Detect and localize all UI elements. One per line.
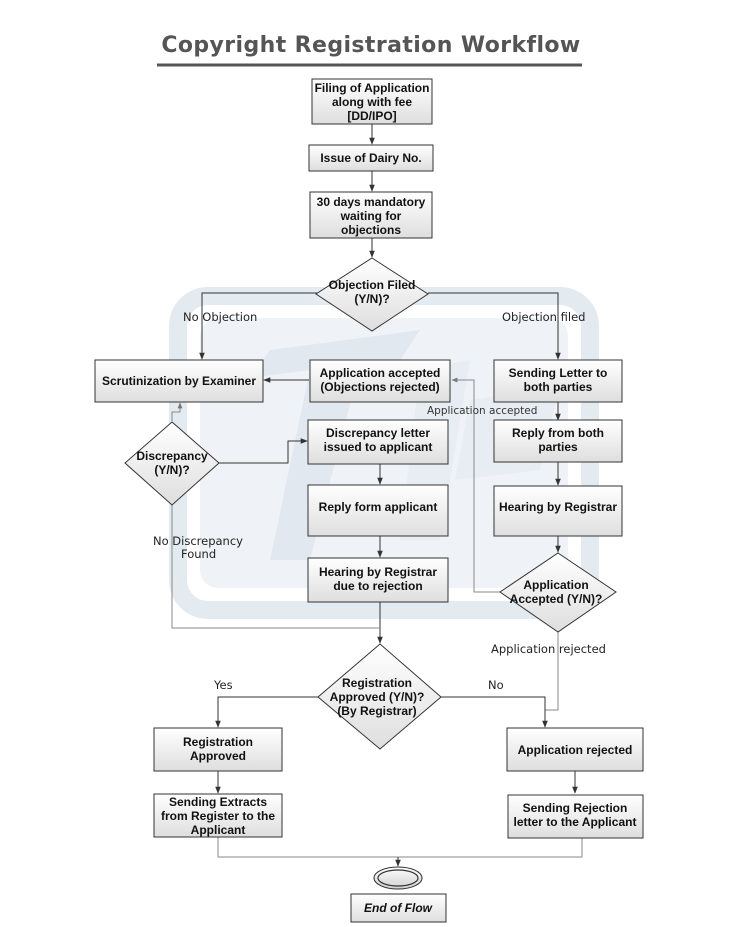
svg-text:Approved (Y/N)?: Approved (Y/N)? (330, 690, 425, 704)
hearing-rejection-box: Hearing by Registrar due to rejection (307, 557, 449, 603)
label-application-accepted: Application accepted (427, 405, 537, 417)
svg-text:due to rejection: due to rejection (333, 579, 422, 593)
filing-application-box: Filing of Application along with fee [DD… (311, 78, 433, 125)
sending-rejection-box: Sending Rejection letter to the Applican… (507, 794, 644, 839)
svg-text:both parties: both parties (524, 380, 593, 394)
svg-text:Scrutinization by Examiner: Scrutinization by Examiner (102, 374, 256, 388)
objection-filed-decision: Objection Filed (Y/N)? (315, 257, 429, 332)
svg-text:Hearing by Registrar: Hearing by Registrar (319, 565, 437, 579)
svg-text:Accepted (Y/N)?: Accepted (Y/N)? (510, 592, 603, 606)
end-terminal (373, 866, 423, 890)
svg-text:Sending Rejection: Sending Rejection (523, 801, 628, 815)
application-accepted-decision: Application Accepted (Y/N)? (499, 552, 617, 633)
edges (171, 124, 583, 867)
hearing-registrar-box: Hearing by Registrar (493, 485, 623, 537)
svg-text:issued to applicant: issued to applicant (324, 440, 433, 454)
svg-text:30 days mandatory: 30 days mandatory (317, 195, 426, 209)
svg-text:(Objections rejected): (Objections rejected) (320, 380, 439, 394)
svg-text:[DD/IPO]: [DD/IPO] (347, 109, 396, 123)
discrepancy-decision: Discrepancy (Y/N)? (124, 421, 220, 506)
registration-approved-box: Registration Approved (153, 727, 283, 772)
svg-text:from Register to the: from Register to the (161, 809, 275, 823)
svg-text:Applicant: Applicant (191, 823, 246, 837)
registration-approved-decision: Registration Approved (Y/N)? (By Registr… (317, 643, 442, 750)
end-of-flow-box: End of Flow (350, 893, 447, 923)
label-objection-filed: Objection filed (502, 310, 585, 324)
svg-text:Discrepancy: Discrepancy (136, 449, 208, 463)
svg-text:Sending Letter to: Sending Letter to (509, 366, 608, 380)
svg-text:Filing of Application: Filing of Application (315, 81, 430, 95)
svg-text:objections: objections (341, 223, 401, 237)
svg-text:Application rejected: Application rejected (518, 743, 633, 757)
svg-text:letter to the Applicant: letter to the Applicant (514, 815, 637, 829)
svg-text:Discrepancy letter: Discrepancy letter (326, 426, 430, 440)
label-no-objection: No Objection (183, 310, 257, 324)
svg-text:(Y/N)?: (Y/N)? (354, 292, 389, 306)
application-accepted-box: Application accepted (Objections rejecte… (309, 359, 451, 403)
svg-text:Sending Extracts: Sending Extracts (169, 795, 267, 809)
svg-text:Approved: Approved (190, 749, 246, 763)
svg-text:Issue of Dairy No.: Issue of Dairy No. (320, 151, 421, 165)
svg-text:Application: Application (523, 578, 588, 592)
svg-text:Reply from both: Reply from both (512, 426, 604, 440)
label-no: No (488, 678, 504, 692)
diagram-title: Copyright Registration Workflow (161, 33, 580, 58)
label-application-rejected: Application rejected (491, 642, 606, 656)
svg-text:Objection Filed: Objection Filed (329, 278, 416, 292)
reply-applicant-box: Reply form applicant (307, 484, 449, 537)
svg-text:Registration: Registration (342, 676, 412, 690)
svg-text:(By Registrar): (By Registrar) (337, 704, 416, 718)
svg-text:waiting for: waiting for (340, 209, 402, 223)
application-rejected-box: Application rejected (506, 727, 644, 772)
scrutinization-box: Scrutinization by Examiner (94, 359, 264, 403)
svg-text:End of Flow: End of Flow (364, 901, 433, 915)
svg-text:parties: parties (538, 440, 578, 454)
reply-both-parties-box: Reply from both parties (493, 419, 623, 463)
label-yes: Yes (213, 678, 233, 692)
svg-text:Registration: Registration (183, 735, 253, 749)
waiting-objections-box: 30 days mandatory waiting for objections (309, 191, 433, 239)
svg-text:Reply form applicant: Reply form applicant (319, 500, 438, 514)
label-no-discrepancy: No Discrepancy (153, 534, 243, 548)
sending-extracts-box: Sending Extracts from Register to the Ap… (153, 793, 283, 838)
svg-text:along with fee: along with fee (332, 95, 412, 109)
discrepancy-letter-box: Discrepancy letter issued to applicant (307, 419, 449, 465)
label-no-discrepancy-found: Found (181, 547, 216, 561)
svg-text:(Y/N)?: (Y/N)? (154, 463, 189, 477)
issue-dairy-box: Issue of Dairy No. (308, 144, 434, 172)
svg-text:Hearing by Registrar: Hearing by Registrar (499, 500, 617, 514)
sending-letter-box: Sending Letter to both parties (493, 359, 623, 403)
svg-text:Application accepted: Application accepted (320, 366, 441, 380)
